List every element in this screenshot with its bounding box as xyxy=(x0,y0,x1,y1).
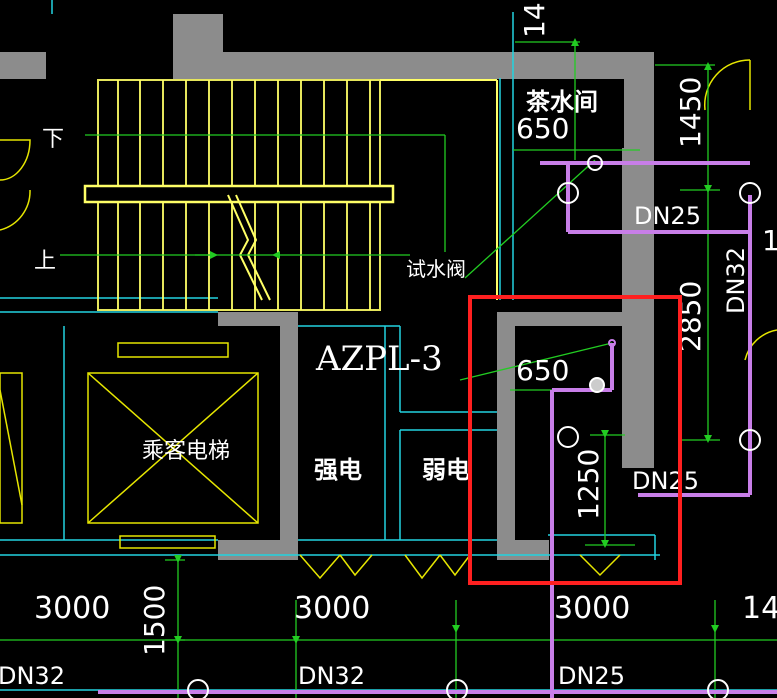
stair-down-label: 下 xyxy=(42,127,64,152)
wall-segment xyxy=(280,312,298,560)
wall-segment xyxy=(0,52,46,79)
valve-circle xyxy=(707,679,729,698)
valve-circle xyxy=(557,182,579,204)
dim-3000-b: 3000 xyxy=(294,591,370,626)
dim-3000-a: 3000 xyxy=(34,591,110,626)
valve-circle xyxy=(589,377,605,393)
valve-circle xyxy=(446,679,468,698)
wall-segment xyxy=(218,312,298,326)
pipe-dn32-bottom-left: DN32 xyxy=(0,662,65,690)
dim-1250: 1250 xyxy=(572,449,605,520)
test-valve-label: 试水阀 xyxy=(406,257,466,281)
weak-elec-label: 弱电 xyxy=(422,456,470,484)
dim-ticks xyxy=(174,38,719,644)
wall-segment xyxy=(173,14,223,54)
wall-segment xyxy=(497,540,549,560)
dim-1450: 1450 xyxy=(674,77,707,148)
pipe-dn32-bottom-mid: DN32 xyxy=(298,662,365,690)
pipes xyxy=(98,161,777,698)
dim-650-mid: 650 xyxy=(516,354,569,387)
dim-1500: 1500 xyxy=(138,585,171,656)
wall-segment xyxy=(497,312,515,560)
valve-circle xyxy=(587,155,603,171)
wall-segment xyxy=(173,52,653,79)
valve-circle xyxy=(557,426,579,448)
valve-circle xyxy=(739,429,761,451)
elevator xyxy=(0,342,259,549)
stair-up-label: 上 xyxy=(34,249,56,274)
stair xyxy=(83,79,498,311)
valve-circle xyxy=(608,339,616,347)
dim-14-bottom: 14 xyxy=(742,591,777,626)
pump-room-label: 茶水间 xyxy=(526,88,598,116)
strong-elec-label: 强电 xyxy=(314,456,362,484)
valve-circle xyxy=(739,182,761,204)
doors xyxy=(0,59,777,580)
pipe-dn32-right: DN32 xyxy=(722,247,750,314)
riser-label: AZPL-3 xyxy=(315,339,443,379)
pipe-dn25-bottom: DN25 xyxy=(558,662,625,690)
dim-650-top: 650 xyxy=(516,112,569,145)
pipe-dn25-mid: DN25 xyxy=(632,467,699,495)
wall-segment xyxy=(218,540,298,560)
dim-3000-c: 3000 xyxy=(554,591,630,626)
wall-segment xyxy=(624,52,654,152)
elevator-label: 乘客电梯 xyxy=(142,439,230,464)
dim-14-top: 14 xyxy=(518,2,551,38)
dim-1-right: 1 xyxy=(762,224,777,257)
wall-segment xyxy=(497,312,627,326)
valve-circle xyxy=(187,679,209,698)
dim-lines xyxy=(0,40,777,698)
pipe-dn25-top: DN25 xyxy=(634,202,701,230)
highlight-box xyxy=(468,295,682,585)
pipe-valves xyxy=(187,155,761,698)
wall-segment xyxy=(622,148,654,468)
